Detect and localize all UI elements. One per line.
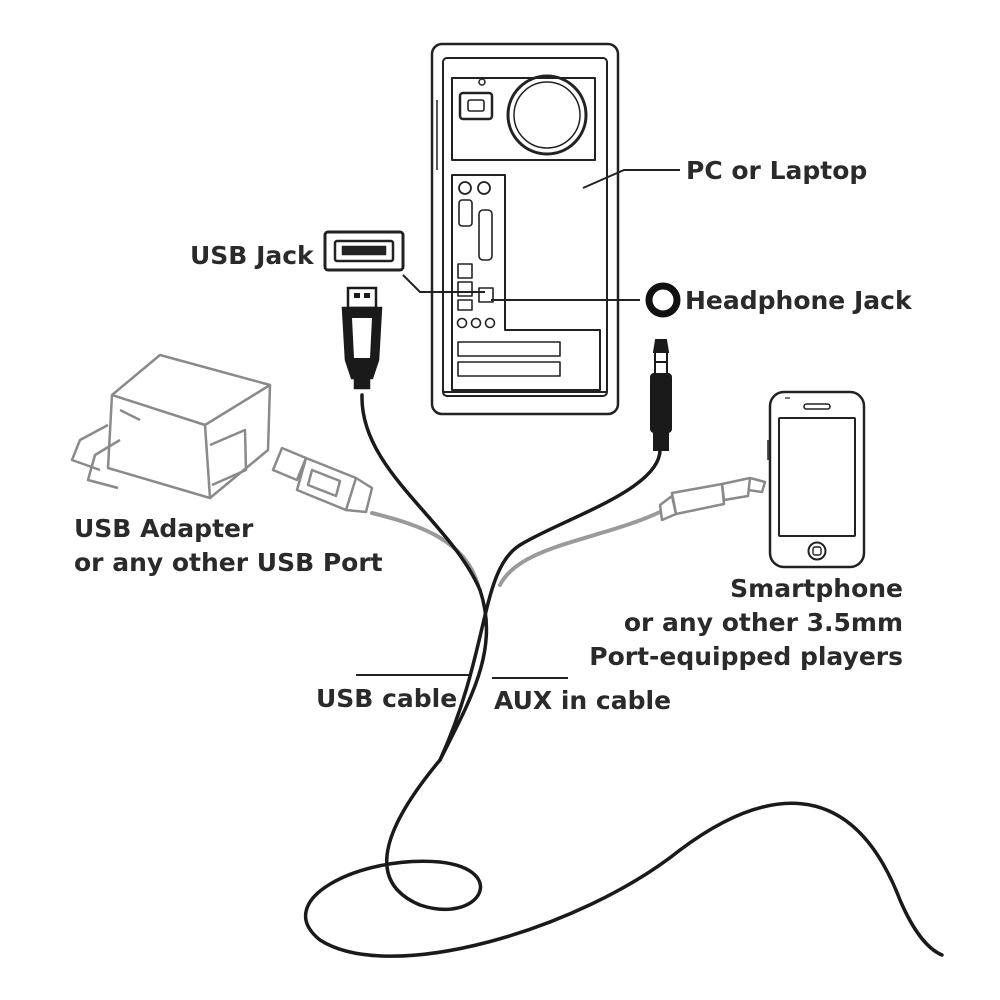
leader-lines bbox=[356, 169, 680, 679]
usb-jack-icon bbox=[323, 230, 405, 272]
pc-label: PC or Laptop bbox=[686, 156, 867, 185]
aux-cable-label: AUX in cable bbox=[494, 686, 671, 715]
usb-adapter-icon bbox=[70, 353, 272, 500]
smartphone-label-line1: Smartphone bbox=[730, 574, 903, 603]
aux-plug-ghost-icon bbox=[658, 476, 767, 522]
usb-cable-label: USB cable bbox=[316, 684, 457, 713]
power-socket-icon bbox=[458, 91, 494, 121]
smartphone-label-line3: Port-equipped players bbox=[589, 642, 903, 671]
aux-plug-icon bbox=[650, 339, 672, 451]
headphone-jack-icon bbox=[645, 282, 681, 318]
usb-adapter-label-line1: USB Adapter bbox=[74, 514, 254, 543]
smartphone-label-line2: or any other 3.5mm bbox=[624, 608, 903, 637]
headphone-jack-label: Headphone Jack bbox=[685, 286, 913, 315]
smartphone-icon bbox=[767, 390, 866, 569]
pc-tower bbox=[430, 42, 620, 416]
usb-jack-label: USB Jack bbox=[190, 241, 315, 270]
usb-plug-icon bbox=[341, 286, 383, 390]
usb-plug-ghost-icon bbox=[271, 446, 374, 514]
usb-adapter-label-line2: or any other USB Port bbox=[74, 548, 383, 577]
fan-icon bbox=[506, 74, 588, 156]
cables bbox=[303, 393, 944, 958]
